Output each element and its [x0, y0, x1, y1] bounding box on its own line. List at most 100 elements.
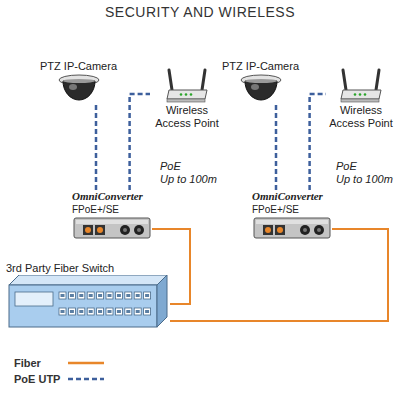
- drawing-part: [117, 310, 121, 313]
- drawing-part: [125, 308, 132, 315]
- drawing-part: [185, 93, 188, 96]
- drawing-part: [277, 227, 283, 233]
- legend: FiberPoE UTP: [14, 355, 106, 387]
- conv-icon: [253, 216, 331, 240]
- drawing-part: [63, 79, 95, 83]
- drawing-part: [354, 93, 357, 96]
- drawing-part: [70, 294, 74, 297]
- drawing-part: [15, 292, 53, 306]
- drawing-part: [68, 292, 75, 299]
- drawing-part: [144, 292, 151, 299]
- distance-note: Up to 100m: [160, 173, 217, 185]
- drawing-part: [300, 225, 310, 235]
- drawing-part: [70, 310, 74, 313]
- node-label: 3rd Party Fiber Switch: [6, 262, 170, 275]
- drawing-part: [169, 70, 172, 90]
- drawing-part: [202, 70, 205, 90]
- drawing-part: [303, 228, 307, 232]
- legend-swatch: [66, 374, 106, 384]
- ap-icon: [163, 68, 211, 104]
- drawing-part: [68, 308, 75, 315]
- drawing-part: [134, 225, 144, 235]
- poe-utp-cable: [275, 103, 278, 190]
- drawing-part: [314, 225, 324, 235]
- node-label: FPoE+/SE: [252, 203, 332, 216]
- drawing-part: [59, 308, 66, 315]
- drawing-part: [78, 308, 85, 315]
- drawing-part: [97, 292, 104, 299]
- drawing-part: [251, 84, 259, 90]
- drawing-part: [61, 294, 65, 297]
- node-label: FPoE+/SE: [72, 203, 152, 216]
- drawing-part: [136, 294, 140, 297]
- drawing-part: [341, 90, 381, 99]
- drawing-part: [63, 81, 95, 100]
- drawing-part: [97, 227, 103, 233]
- legend-label: Fiber: [14, 357, 66, 369]
- poe-utp-cable: [95, 103, 98, 190]
- drawing-part: [317, 228, 321, 232]
- drawing-part: [256, 220, 328, 224]
- legend-line: [68, 378, 104, 381]
- drawing-part: [364, 93, 367, 96]
- drawing-part: [123, 228, 127, 232]
- node-label: Wireless Access Point: [326, 104, 396, 130]
- drawing-part: [108, 294, 112, 297]
- drawing-part: [69, 84, 77, 90]
- drawing-part: [76, 220, 148, 224]
- converter-node: OmniConverterFPoE+/SE: [72, 190, 152, 240]
- drawing-part: [59, 292, 66, 299]
- drawing-part: [190, 93, 193, 96]
- drawing-part: [74, 218, 150, 238]
- drawing-part: [376, 70, 379, 90]
- drawing-part: [254, 218, 330, 238]
- access-point-node: Wireless Access Point: [150, 68, 224, 130]
- drawing-part: [89, 310, 93, 313]
- switch-node: 3rd Party Fiber Switch: [6, 262, 170, 329]
- converter-node: OmniConverterFPoE+/SE: [252, 190, 332, 240]
- drawing-part: [98, 294, 102, 297]
- drawing-part: [106, 308, 113, 315]
- camera-node: PTZ IP-Camera: [40, 60, 117, 103]
- drawing-part: [343, 70, 346, 90]
- drawing-part: [120, 225, 130, 235]
- drawing-part: [95, 225, 105, 235]
- drawing-part: [275, 225, 285, 235]
- drawing-part: [85, 227, 91, 233]
- drawing-part: [79, 294, 83, 297]
- node-label: OmniConverter: [252, 190, 332, 203]
- drawing-part: [97, 308, 104, 315]
- drawing-part: [126, 294, 130, 297]
- drawing-part: [134, 308, 141, 315]
- diagram-title: SECURITY AND WIRELESS: [0, 4, 400, 20]
- drawing-part: [9, 285, 157, 327]
- camera-node: PTZ IP-Camera: [222, 60, 299, 103]
- camera-icon: [239, 73, 283, 103]
- legend-row: Fiber: [14, 355, 106, 371]
- drawing-part: [263, 225, 273, 235]
- drawing-part: [87, 292, 94, 299]
- legend-swatch: [66, 358, 106, 368]
- drawing-part: [115, 292, 122, 299]
- access-point-node: Wireless Access Point: [326, 68, 396, 130]
- drawing-part: [134, 292, 141, 299]
- drawing-part: [341, 99, 379, 102]
- distance-note: PoE: [336, 160, 357, 172]
- drawing-part: [98, 310, 102, 313]
- drawing-part: [61, 310, 65, 313]
- drawing-part: [79, 310, 83, 313]
- drawing-part: [115, 308, 122, 315]
- drawing-part: [83, 225, 93, 235]
- legend-line: [68, 362, 104, 365]
- node-label: PTZ IP-Camera: [40, 60, 117, 73]
- drawing-part: [167, 90, 207, 99]
- drawing-part: [145, 294, 149, 297]
- drawing-part: [180, 93, 183, 96]
- drawing-part: [117, 294, 121, 297]
- drawing-part: [144, 308, 151, 315]
- drawing-part: [245, 79, 277, 83]
- distance-note: PoE: [160, 160, 181, 172]
- distance-note: Up to 100m: [336, 173, 393, 185]
- drawing-part: [359, 93, 362, 96]
